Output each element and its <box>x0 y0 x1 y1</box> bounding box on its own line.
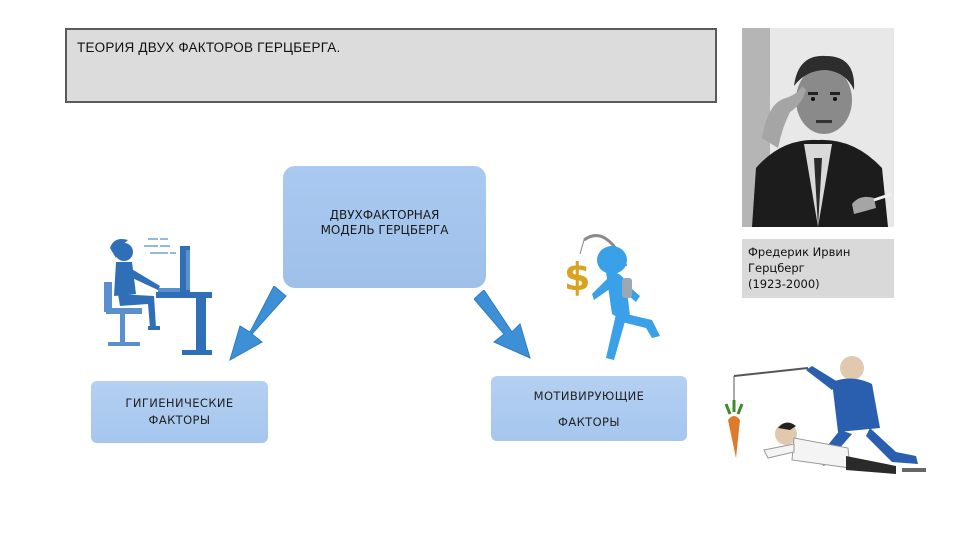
photo-caption: Фредерик Ирвин Герцберг (1923-2000) <box>748 245 851 291</box>
running-figure-chasing-dollar-icon: $ <box>564 234 660 360</box>
title-box: ТЕОРИЯ ДВУХ ФАКТОРОВ ГЕРЦБЕРГА. <box>65 28 717 103</box>
office-worker-at-computer-icon <box>104 238 212 355</box>
portrait-photo <box>742 28 894 227</box>
hygiene-factors-label: ГИГИЕНИЧЕСКИЕ ФАКТОРЫ <box>125 396 234 427</box>
slide-title: ТЕОРИЯ ДВУХ ФАКТОРОВ ГЕРЦБЕРГА. <box>77 40 341 55</box>
svg-text:$: $ <box>564 255 590 299</box>
carrot-on-stick-cartoon <box>724 356 926 474</box>
motivating-factors-label: МОТИВИРУЮЩИЕ ФАКТОРЫ <box>533 388 645 429</box>
arrow-right <box>474 290 531 359</box>
hygiene-factors-node: ГИГИЕНИЧЕСКИЕ ФАКТОРЫ <box>91 381 268 443</box>
center-node-label: ДВУХФАКТОРНАЯ МОДЕЛЬ ГЕРЦБЕРГА <box>320 208 449 237</box>
center-node: ДВУХФАКТОРНАЯ МОДЕЛЬ ГЕРЦБЕРГА <box>283 166 486 288</box>
arrow-left <box>229 286 287 362</box>
motivating-factors-node: МОТИВИРУЮЩИЕ ФАКТОРЫ <box>491 376 687 441</box>
photo-caption-box: Фредерик Ирвин Герцберг (1923-2000) <box>742 239 894 298</box>
